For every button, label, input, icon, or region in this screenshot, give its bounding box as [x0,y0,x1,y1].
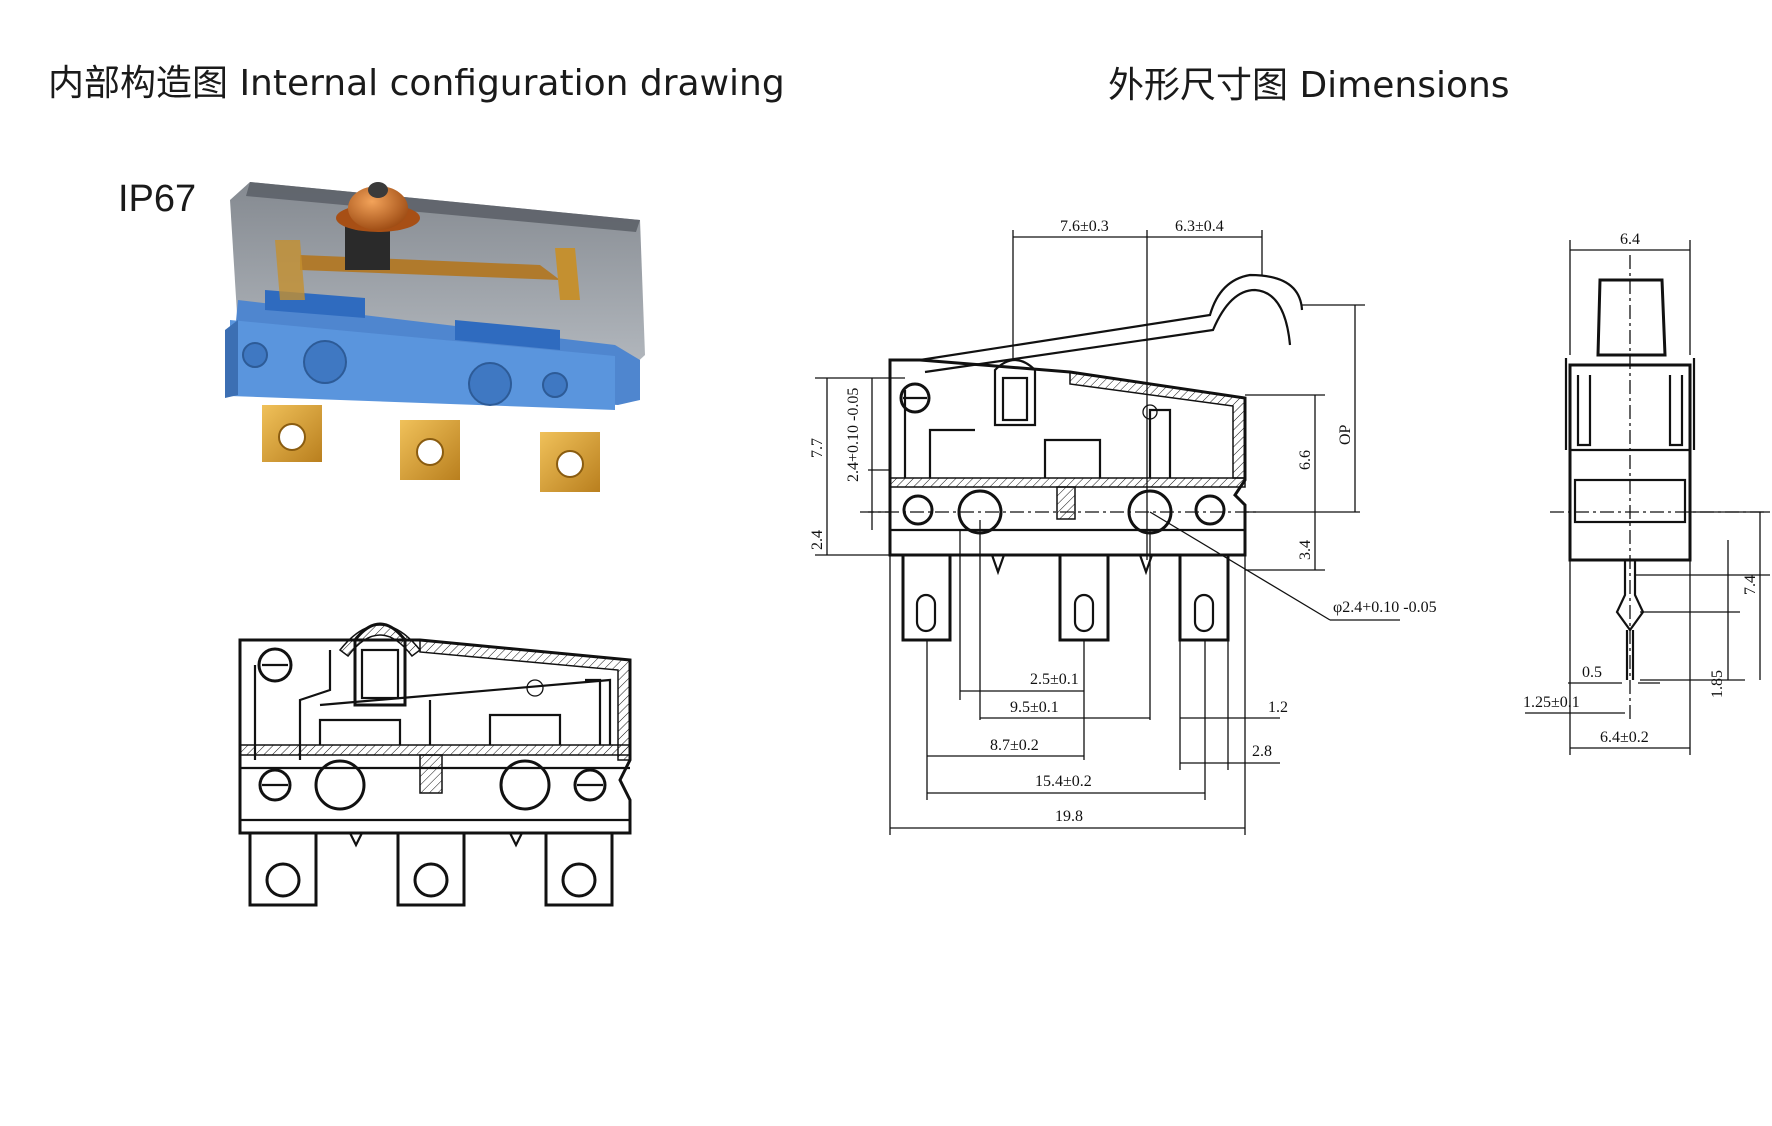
side-dim-6-4-top: 6.4 [1620,231,1640,248]
dim-1-2: 1.2 [1268,699,1288,716]
switch-3d-render [225,182,645,492]
dim-3-4: 3.4 [1297,540,1314,560]
dim-6-3: 6.3±0.4 [1175,218,1224,235]
dimension-front-view: 7.6±0.3 6.3±0.4 7.7 2.4+0.10 -0.05 2.4 6… [809,218,1437,835]
internal-drawing-title: 内部构造图 Internal configuration drawing [48,63,785,104]
dim-phi-2-4: φ2.4+0.10 -0.05 [1333,599,1437,616]
side-dim-6-4-bottom: 6.4±0.2 [1600,729,1649,746]
ip-rating-label: IP67 [118,178,197,220]
dim-9-5: 9.5±0.1 [1010,699,1059,716]
dim-2-4: 2.4 [809,530,826,550]
dim-6-6: 6.6 [1297,450,1314,470]
dim-7-6: 7.6±0.3 [1060,218,1109,235]
terminal-lines [248,832,614,907]
side-dim-0-5: 0.5 [1582,664,1602,681]
side-dim-1-25: 1.25±0.1 [1523,694,1580,711]
dimension-side-view: 6.4 7.4 1.85 0.5 1.25±0.1 6.4±0.2 [1523,231,1770,755]
dimensions-title: 外形尺寸图 Dimensions [1108,65,1510,106]
dim-2-5: 2.5±0.1 [1030,671,1079,688]
dim-2-4-tolerance: 2.4+0.10 -0.05 [845,388,862,482]
dim-19-8: 19.8 [1055,808,1083,825]
dim-op: OP [1337,424,1354,445]
dim-15-4: 15.4±0.2 [1035,773,1092,790]
front-view-terminals [901,554,1230,642]
dim-2-8: 2.8 [1252,743,1272,760]
dim-8-7: 8.7±0.2 [990,737,1039,754]
side-dim-1-85: 1.85 [1709,670,1726,698]
side-dim-7-4: 7.4 [1742,575,1759,595]
internal-configuration-drawing [238,622,632,907]
dim-7-7: 7.7 [809,438,826,458]
terminal-3d [262,405,600,492]
